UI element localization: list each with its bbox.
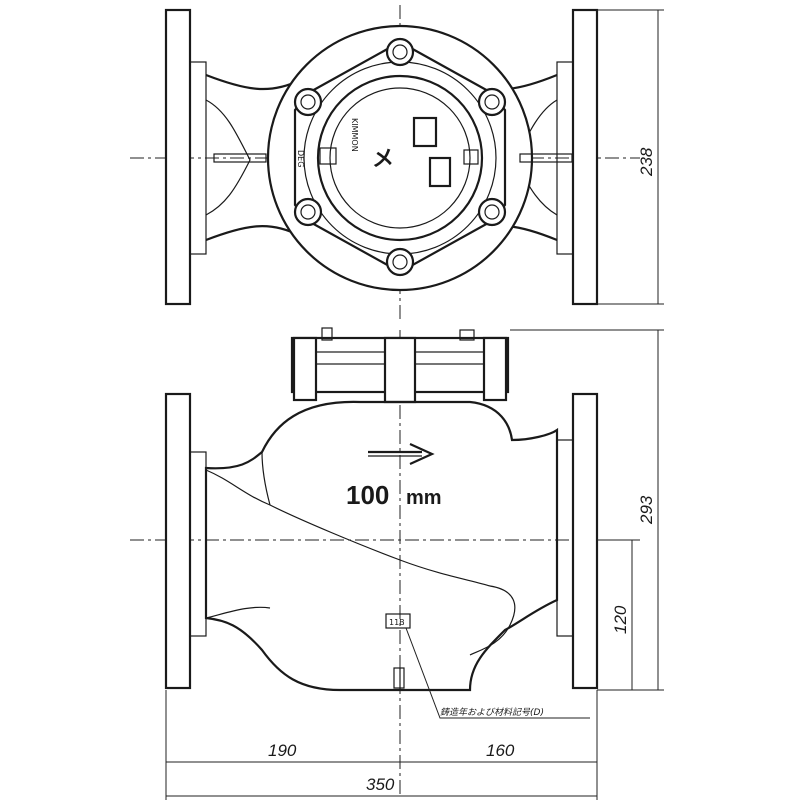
dial-deg-label: DEG	[296, 150, 305, 167]
flow-direction-arrow	[368, 442, 435, 466]
register-cover	[290, 327, 510, 404]
right-flange-front	[571, 392, 599, 690]
meter-body-front	[204, 400, 559, 692]
left-flange-front	[164, 392, 192, 690]
nominal-size-value: 100	[346, 480, 389, 510]
casting-callout-note: 鋳造年および材料記号(D)	[440, 707, 544, 718]
front-view: 100 mm 11B 鋳造年および材料記号(D) 293 120	[130, 327, 664, 795]
casting-mark: 11B	[389, 618, 405, 627]
dial-face: KIMMON メ DEG	[296, 116, 479, 188]
top-view: KIMMON メ DEG 238	[130, 5, 664, 320]
dimension-190: 190	[268, 741, 297, 760]
kimmon-logo-icon: メ	[372, 146, 394, 171]
left-flange-top	[164, 8, 192, 306]
right-flange-top	[571, 8, 599, 306]
dimension-120: 120	[611, 605, 630, 634]
cover-bolts	[293, 37, 507, 277]
dimension-293: 293	[637, 495, 656, 525]
dial-brand-label: KIMMON	[350, 118, 359, 152]
bottom-dimensions: 190 160 350	[165, 690, 598, 800]
dimension-160: 160	[486, 741, 515, 760]
nominal-size-unit: mm	[406, 487, 442, 509]
dimension-350: 350	[366, 775, 395, 794]
dimension-238: 238	[637, 147, 656, 177]
